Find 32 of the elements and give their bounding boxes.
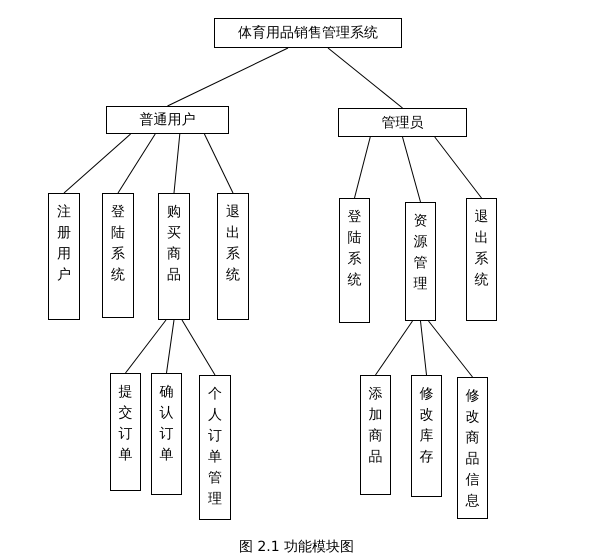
module-box: 管理员	[338, 108, 467, 137]
function-box: 退出系统	[217, 193, 249, 320]
function-box: 注册用户	[48, 193, 80, 320]
function-box: 添加商品	[360, 375, 391, 495]
connector-line	[328, 48, 403, 108]
connector-line	[64, 134, 132, 194]
function-box: 退出系统	[466, 198, 497, 321]
function-box: 确认订单	[151, 373, 182, 495]
function-box: 登陆系统	[102, 193, 134, 318]
connector-line	[375, 320, 413, 376]
module-box: 体育用品销售管理系统	[214, 18, 402, 48]
function-box: 修改商品信息	[457, 377, 488, 519]
function-box: 登陆系统	[339, 198, 370, 323]
connector-line	[167, 48, 288, 106]
connector-line	[125, 320, 166, 374]
module-box: 普通用户	[106, 106, 229, 134]
function-box: 资源管理	[405, 202, 436, 321]
connector-line	[420, 320, 427, 376]
function-box: 修改库存	[411, 375, 442, 497]
connector-line	[402, 136, 421, 202]
figure-caption: 图 2.1 功能模块图	[238, 539, 354, 555]
connector-line	[118, 134, 156, 194]
connector-line	[174, 134, 180, 194]
connector-line	[354, 136, 371, 198]
connector-line	[434, 136, 482, 198]
function-box: 提交订单	[110, 373, 141, 491]
connector-line	[166, 320, 174, 374]
connector-line	[182, 320, 216, 376]
connector-line	[204, 134, 234, 194]
connector-line	[428, 320, 473, 378]
function-box: 个人订单管理	[199, 375, 231, 520]
function-box: 购买商品	[158, 193, 190, 320]
